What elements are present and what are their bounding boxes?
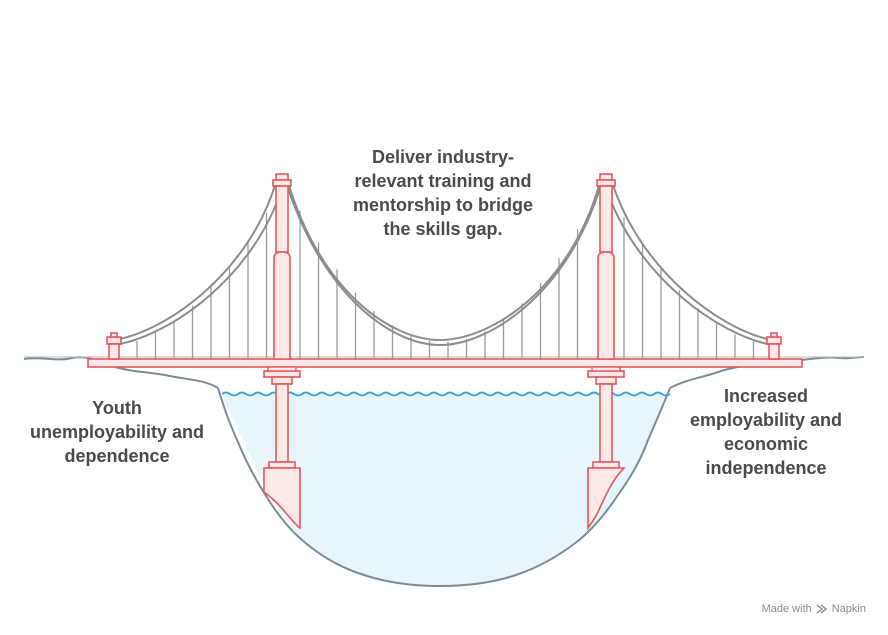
watermark-brand: Napkin bbox=[831, 603, 866, 615]
water-surface bbox=[221, 391, 671, 397]
solution-label: Deliver industry- relevant training and … bbox=[353, 147, 533, 239]
left-tower-deck-beam bbox=[267, 366, 297, 372]
main-cables bbox=[114, 181, 773, 347]
made-with-napkin-watermark[interactable]: Made with Napkin bbox=[762, 603, 866, 615]
right-tower-deck-beam bbox=[591, 366, 621, 372]
watermark-prefix: Made with bbox=[761, 603, 812, 615]
challenge-label: Youth unemployability and dependence bbox=[29, 398, 205, 466]
outcome-label: Increased employability and economic ind… bbox=[689, 386, 843, 478]
left-anchor-post bbox=[106, 332, 122, 360]
bridge-deck bbox=[87, 358, 803, 368]
chasm-water bbox=[222, 394, 668, 587]
valley-outline bbox=[217, 387, 671, 587]
right-tower bbox=[587, 173, 626, 531]
right-anchor-post bbox=[766, 332, 782, 360]
napkin-logo-icon bbox=[816, 604, 827, 614]
left-tower bbox=[263, 173, 301, 530]
